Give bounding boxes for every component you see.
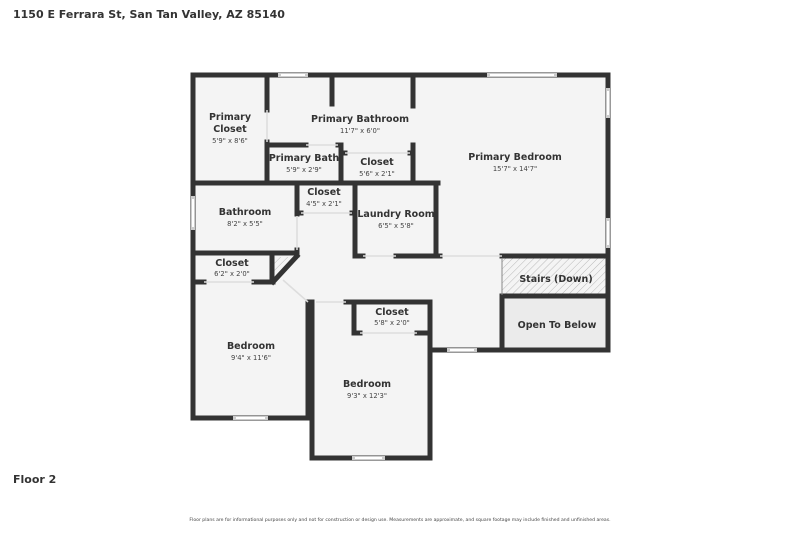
doors [204,110,502,334]
room-laundry: Laundry Room 6'5" x 5'8" [357,209,434,230]
property-address: 1150 E Ferrara St, San Tan Valley, AZ 85… [13,8,285,21]
room-dimensions: 5'9" x 8'6" [212,137,248,145]
room-name: Primary Bedroom [468,152,562,163]
room-dimensions: 9'4" x 11'6" [231,354,271,362]
room-name: Closet [375,307,409,318]
room-name: Laundry Room [357,209,434,220]
room-open-to-below: Open To Below [518,320,597,331]
windows [191,73,610,460]
room-name: Primary Bathroom [311,114,409,125]
floor-label: Floor 2 [13,473,57,486]
room-name: Open To Below [518,320,597,331]
room-name: Bathroom [219,207,272,218]
room-bedroom-1: Bedroom 9'4" x 11'6" [227,341,275,362]
room-closet-a: Closet 5'6" x 2'1" [359,157,395,178]
room-bedroom-2: Bedroom 9'3" x 12'3" [343,379,391,400]
room-name: Closet [213,124,247,135]
room-dimensions: 4'5" x 2'1" [306,200,342,208]
room-dimensions: 8'2" x 5'5" [227,220,263,228]
room-name: Bedroom [343,379,391,390]
room-dimensions: 6'5" x 5'8" [378,222,414,230]
room-dimensions: 15'7" x 14'7" [493,165,537,173]
disclaimer: Floor plans are for informational purpos… [189,518,611,523]
room-name: Closet [360,157,394,168]
room-name: Bedroom [227,341,275,352]
room-primary-bedroom: Primary Bedroom 15'7" x 14'7" [468,152,562,173]
floor-area [193,75,608,458]
room-closet-c: Closet 6'2" x 2'0" [214,258,250,278]
room-primary-bathroom: Primary Bathroom 11'7" x 6'0" [311,114,409,135]
room-dimensions: 5'9" x 2'9" [286,166,322,174]
room-closet-d: Closet 5'8" x 2'0" [374,307,410,327]
room-closet-b: Closet 4'5" x 2'1" [306,187,342,208]
room-dimensions: 5'6" x 2'1" [359,170,395,178]
room-name: Primary Bath [269,153,340,164]
room-dimensions: 9'3" x 12'3" [347,392,387,400]
room-name: Primary [209,112,252,123]
room-name: Closet [215,258,249,269]
room-dimensions: 5'8" x 2'0" [374,319,410,327]
room-name: Stairs (Down) [519,274,592,285]
room-primary-closet: Primary Closet 5'9" x 8'6" [209,112,252,145]
room-name: Closet [307,187,341,198]
room-dimensions: 6'2" x 2'0" [214,270,250,278]
room-dimensions: 11'7" x 6'0" [340,127,380,135]
open-to-below-area [502,297,608,350]
room-bathroom: Bathroom 8'2" x 5'5" [219,207,272,228]
room-stairs: Stairs (Down) [519,274,592,285]
stairs-area [502,258,608,295]
room-primary-bath: Primary Bath 5'9" x 2'9" [269,153,340,174]
